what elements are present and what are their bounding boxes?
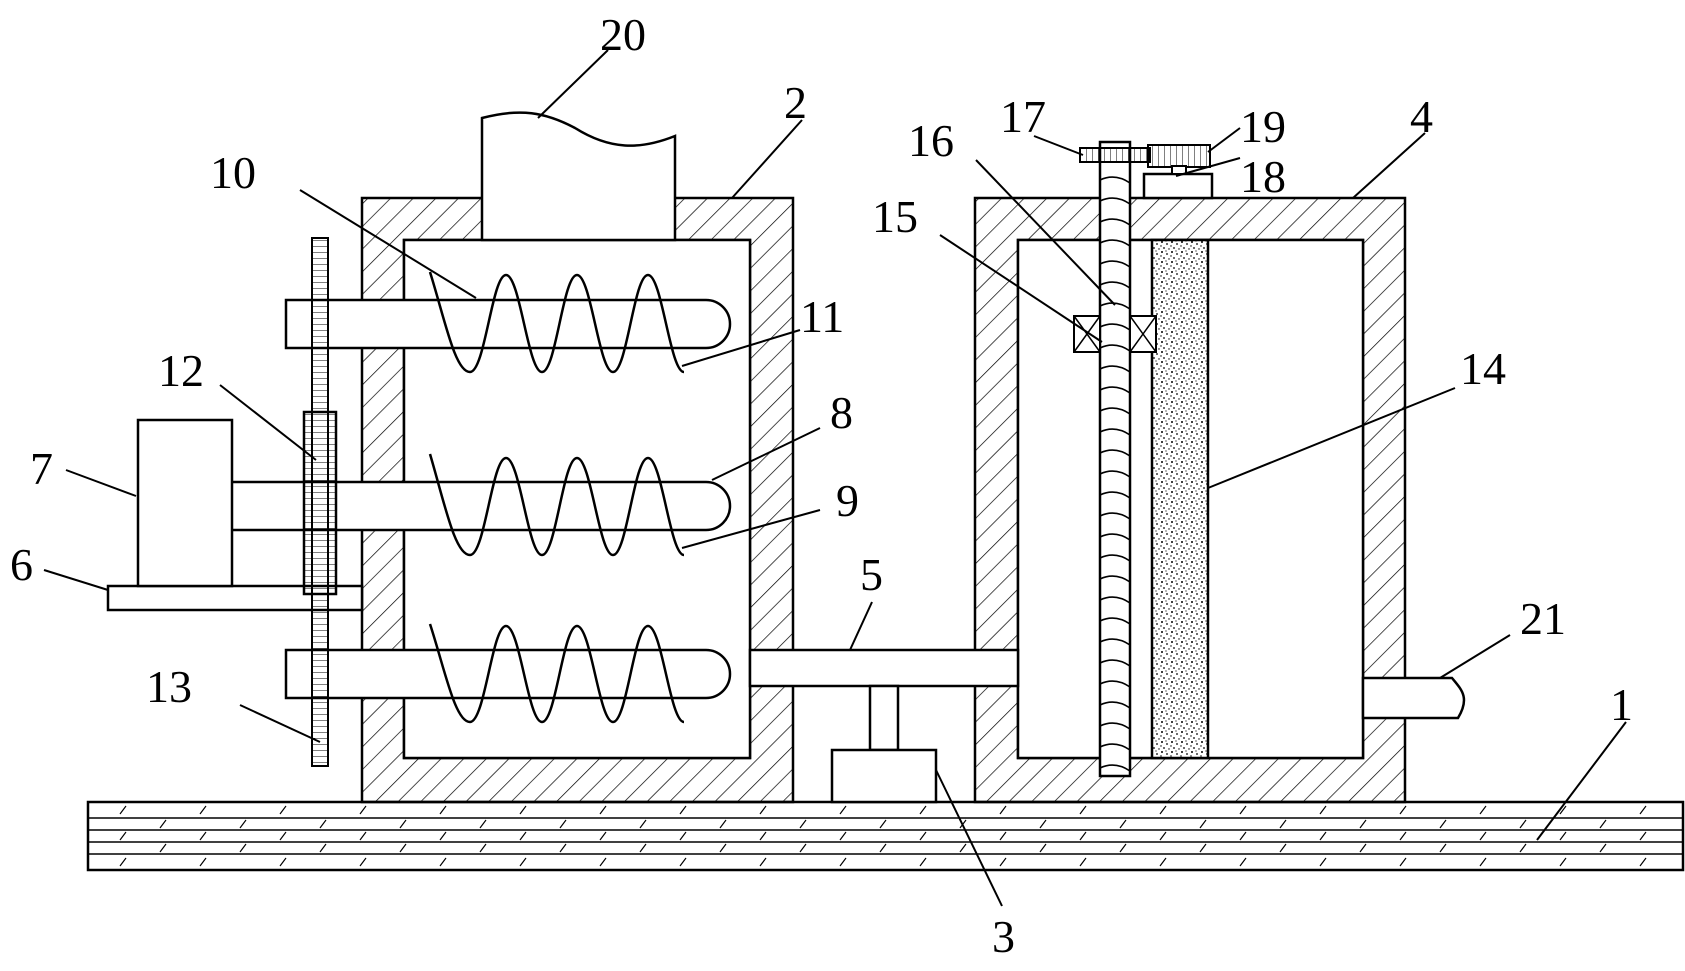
pump — [830, 748, 938, 804]
label-6: 6 — [10, 539, 33, 590]
sliding-block — [1073, 315, 1157, 353]
connecting-pipe — [748, 648, 1020, 752]
label-4: 4 — [1410, 91, 1433, 142]
label-3: 3 — [992, 911, 1015, 962]
label-17: 17 — [1000, 91, 1046, 142]
label-2: 2 — [784, 77, 807, 128]
leader-lines — [43, 49, 1627, 907]
rod-gear — [1079, 147, 1151, 163]
label-19: 19 — [1240, 101, 1286, 152]
screw-shaft-bottom — [284, 623, 732, 724]
small-motor — [1142, 172, 1214, 200]
label-12: 12 — [158, 345, 204, 396]
label-5: 5 — [860, 549, 883, 600]
label-16: 16 — [908, 115, 954, 166]
label-18: 18 — [1240, 151, 1286, 202]
screw-shaft-top — [284, 271, 732, 374]
label-15: 15 — [872, 191, 918, 242]
label-13: 13 — [146, 661, 192, 712]
feed-pipe — [480, 111, 677, 242]
motor — [136, 418, 234, 588]
label-10: 10 — [210, 147, 256, 198]
label-11: 11 — [800, 291, 844, 342]
label-7: 7 — [30, 443, 53, 494]
label-20: 20 — [600, 9, 646, 60]
base-plate — [86, 800, 1685, 872]
screw-shaft-middle — [228, 453, 732, 557]
driving-gear — [302, 410, 338, 596]
label-9: 9 — [836, 475, 859, 526]
label-14: 14 — [1460, 343, 1506, 394]
threaded-rod — [1098, 140, 1132, 778]
filter-element — [1150, 238, 1210, 760]
label-8: 8 — [830, 387, 853, 438]
motor-gear — [1147, 144, 1211, 175]
label-1: 1 — [1610, 679, 1633, 730]
label-21: 21 — [1520, 593, 1566, 644]
outlet-pipe — [1361, 676, 1466, 720]
part-labels: 20 2 10 11 12 8 9 7 6 5 13 3 4 17 19 18 … — [10, 9, 1633, 962]
